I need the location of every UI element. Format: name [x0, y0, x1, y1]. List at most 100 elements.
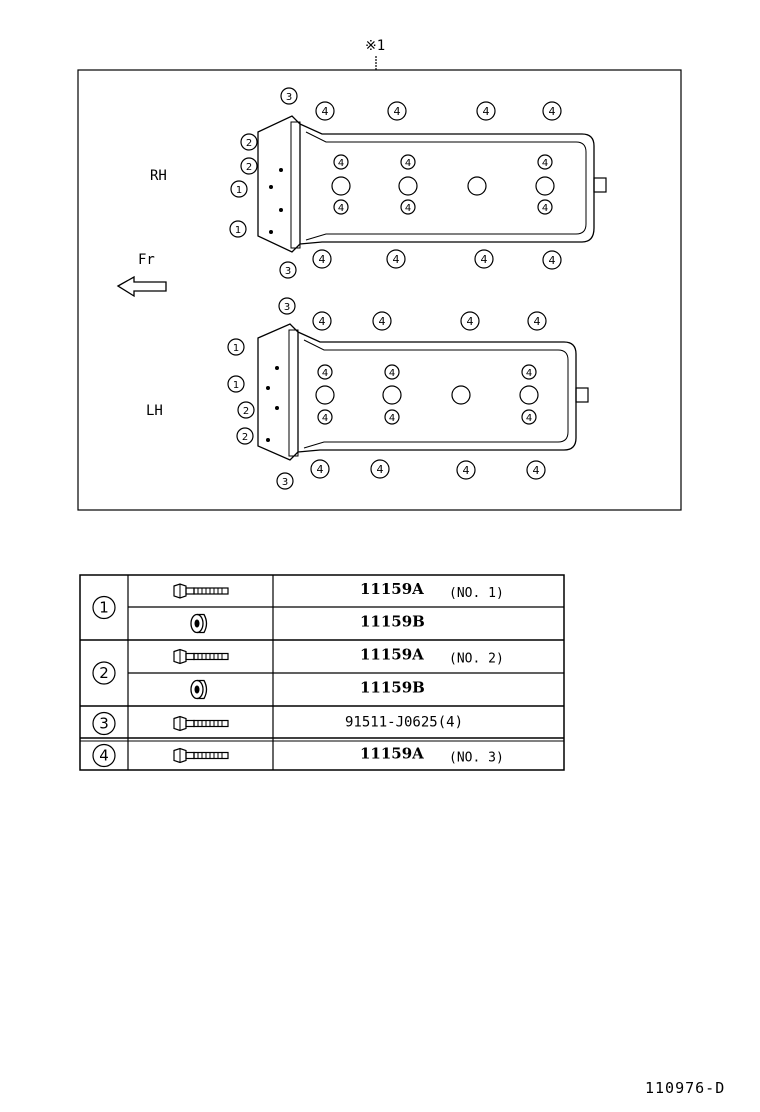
callout-four: 4 — [386, 249, 406, 269]
bolt-icon — [173, 583, 229, 599]
label-lh: LH — [146, 403, 163, 419]
callout-number: 4 — [394, 105, 401, 118]
callout-number: 1 — [236, 185, 242, 196]
callout-four: 4 — [317, 364, 333, 380]
callout-number: 4 — [549, 254, 556, 267]
callout-number: 2 — [246, 162, 252, 173]
callout-four: 4 — [476, 101, 496, 121]
legend-key-number: 4 — [99, 747, 109, 765]
callout-four: 4 — [521, 364, 537, 380]
callout-two: 2 — [240, 133, 258, 151]
callout-four: 4 — [537, 199, 553, 215]
bolt-icon — [173, 648, 229, 665]
callout-number: 4 — [481, 253, 488, 266]
label-rh: RH — [150, 168, 167, 184]
callout-four: 4 — [527, 311, 547, 331]
callout-four: 4 — [460, 311, 480, 331]
callout-four: 4 — [474, 249, 494, 269]
callout-number: 1 — [233, 343, 239, 354]
label-front: Fr — [138, 252, 155, 268]
callout-three: 3 — [276, 472, 294, 490]
callout-four: 4 — [333, 154, 349, 170]
callout-four: 4 — [387, 101, 407, 121]
ref-mark: ※1 — [365, 38, 385, 54]
callout-four: 4 — [542, 101, 562, 121]
legend-key-1: 1 — [92, 595, 116, 620]
callout-four: 4 — [400, 154, 416, 170]
bolt-icon — [173, 715, 229, 732]
part-note: (NO. 1) — [449, 586, 504, 601]
callout-four: 4 — [400, 199, 416, 215]
part-number: 11159A — [360, 745, 424, 763]
legend-row: 11159B — [190, 679, 425, 700]
callout-number: 4 — [533, 464, 540, 477]
callout-number: 2 — [242, 432, 248, 443]
callout-number: 4 — [319, 253, 326, 266]
callout-number: 3 — [282, 477, 288, 488]
callout-number: 4 — [405, 203, 411, 214]
part-number: 11159A — [360, 646, 424, 664]
callout-number: 4 — [317, 463, 324, 476]
part-number: 11159A — [360, 580, 424, 598]
legend-key-3: 3 — [92, 711, 116, 736]
diagram-code: 110976-D — [645, 1079, 726, 1097]
callout-four: 4 — [456, 460, 476, 480]
callout-number: 4 — [322, 105, 329, 118]
grommet-icon — [190, 613, 208, 634]
callout-number: 4 — [463, 464, 470, 477]
callout-four: 4 — [526, 460, 546, 480]
callout-number: 4 — [526, 413, 532, 424]
callout-four: 4 — [542, 250, 562, 270]
callout-one: 1 — [227, 338, 245, 356]
callout-number: 3 — [286, 92, 292, 103]
callout-two: 2 — [236, 427, 254, 445]
legend-row: 91511-J0625(4) — [173, 715, 463, 732]
callout-number: 4 — [379, 315, 386, 328]
callout-two: 2 — [237, 401, 255, 419]
part-number: 11159B — [360, 679, 425, 697]
callout-one: 1 — [230, 180, 248, 198]
bolt-icon — [173, 747, 229, 764]
callout-four: 4 — [317, 409, 333, 425]
callout-three: 3 — [278, 297, 296, 315]
callout-four: 4 — [312, 249, 332, 269]
callout-one: 1 — [227, 375, 245, 393]
part-number: 91511-J0625(4) — [345, 715, 463, 731]
rh-cover — [257, 115, 607, 253]
callout-number: 4 — [542, 203, 548, 214]
callout-number: 4 — [322, 413, 328, 424]
callout-number: 4 — [338, 158, 344, 169]
callout-number: 4 — [549, 105, 556, 118]
legend-row: 11159B — [190, 613, 425, 634]
callout-four: 4 — [372, 311, 392, 331]
callout-three: 3 — [279, 261, 297, 279]
callout-number: 4 — [377, 463, 384, 476]
callout-number: 4 — [393, 253, 400, 266]
callout-number: 4 — [322, 368, 328, 379]
callout-number: 4 — [534, 315, 541, 328]
diagram-frame — [77, 69, 682, 511]
callout-number: 4 — [338, 203, 344, 214]
callout-three: 3 — [280, 87, 298, 105]
legend-row: 11159A (NO. 1) — [173, 580, 504, 601]
callout-four: 4 — [310, 459, 330, 479]
legend-key-2: 2 — [92, 661, 116, 685]
callout-number: 2 — [246, 138, 252, 149]
callout-number: 4 — [319, 315, 326, 328]
legend-row: 11159A(NO. 2) — [173, 646, 504, 667]
callout-four: 4 — [333, 199, 349, 215]
callout-number: 4 — [389, 368, 395, 379]
legend-key-number: 1 — [99, 599, 109, 617]
callout-number: 4 — [542, 158, 548, 169]
legend-key-number: 2 — [99, 664, 109, 682]
callout-four: 4 — [384, 409, 400, 425]
callout-four: 4 — [315, 101, 335, 121]
grommet-icon — [190, 679, 208, 700]
legend-row: 11159A (NO. 3) — [173, 745, 504, 766]
callout-number: 3 — [284, 302, 290, 313]
callout-number: 4 — [526, 368, 532, 379]
callout-number: 4 — [467, 315, 474, 328]
part-note: (NO. 3) — [449, 751, 504, 766]
